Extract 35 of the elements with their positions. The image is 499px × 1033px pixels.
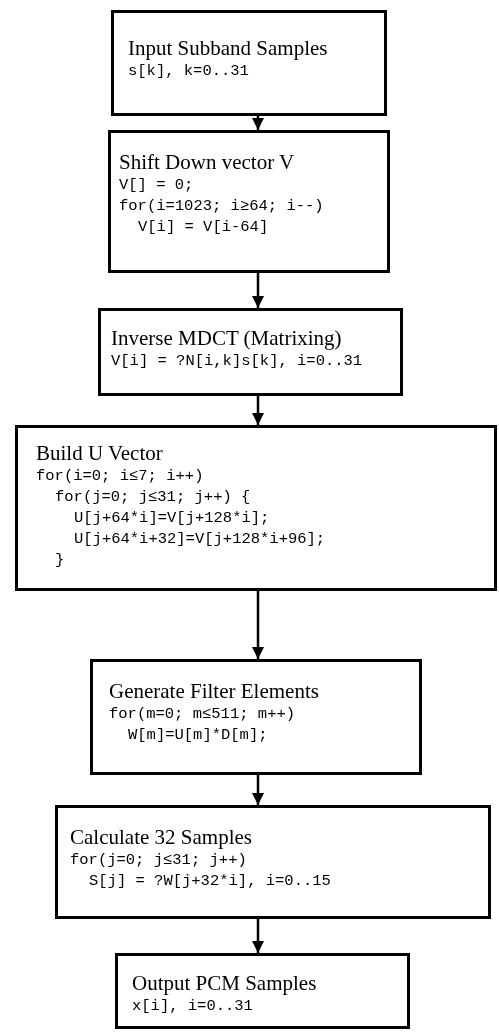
arrow (251, 116, 265, 130)
code-line: S[j] = ?W[j+32*i], i=0..15 (89, 871, 331, 892)
step-title: Shift Down vector V (119, 149, 295, 175)
code-line: for(m=0; m≤511; m++) (109, 704, 296, 725)
code-line: for(j=0; j≤31; j++) (70, 850, 247, 871)
step-title: Inverse MDCT (Matrixing) (111, 325, 342, 351)
process-box (111, 10, 387, 116)
code-line: for(i=1023; i≥64; i--) (119, 196, 324, 217)
arrow (251, 919, 265, 953)
process-box (98, 308, 403, 396)
arrow (251, 591, 265, 659)
code-line: for(i=0; i≤7; i++) (36, 466, 204, 487)
code-line: x[i], i=0..31 (132, 996, 253, 1017)
process-box (115, 953, 410, 1029)
code-line: V[i] = ?N[i,k]s[k], i=0..31 (111, 351, 363, 372)
code-line: } (55, 550, 65, 571)
process-box (108, 130, 390, 273)
code-line: for(j=0; j≤31; j++) { (55, 487, 251, 508)
step-title: Generate Filter Elements (109, 678, 319, 704)
code-line: U[j+64*i+32]=V[j+128*i+96]; (74, 529, 326, 550)
process-box (15, 425, 497, 591)
process-box (90, 659, 422, 775)
arrow (251, 775, 265, 805)
code-line: W[m]=U[m]*D[m]; (128, 725, 268, 746)
step-title: Build U Vector (36, 440, 163, 466)
code-line: U[j+64*i]=V[j+128*i]; (74, 508, 270, 529)
step-title: Output PCM Samples (132, 970, 317, 996)
code-line: s[k], k=0..31 (128, 61, 249, 82)
step-title: Calculate 32 Samples (70, 824, 252, 850)
code-line: V[] = 0; (119, 175, 194, 196)
code-line: V[i] = V[i-64] (138, 217, 269, 238)
arrow (251, 396, 265, 425)
arrow (251, 273, 265, 308)
step-title: Input Subband Samples (128, 35, 328, 61)
process-box (55, 805, 491, 919)
